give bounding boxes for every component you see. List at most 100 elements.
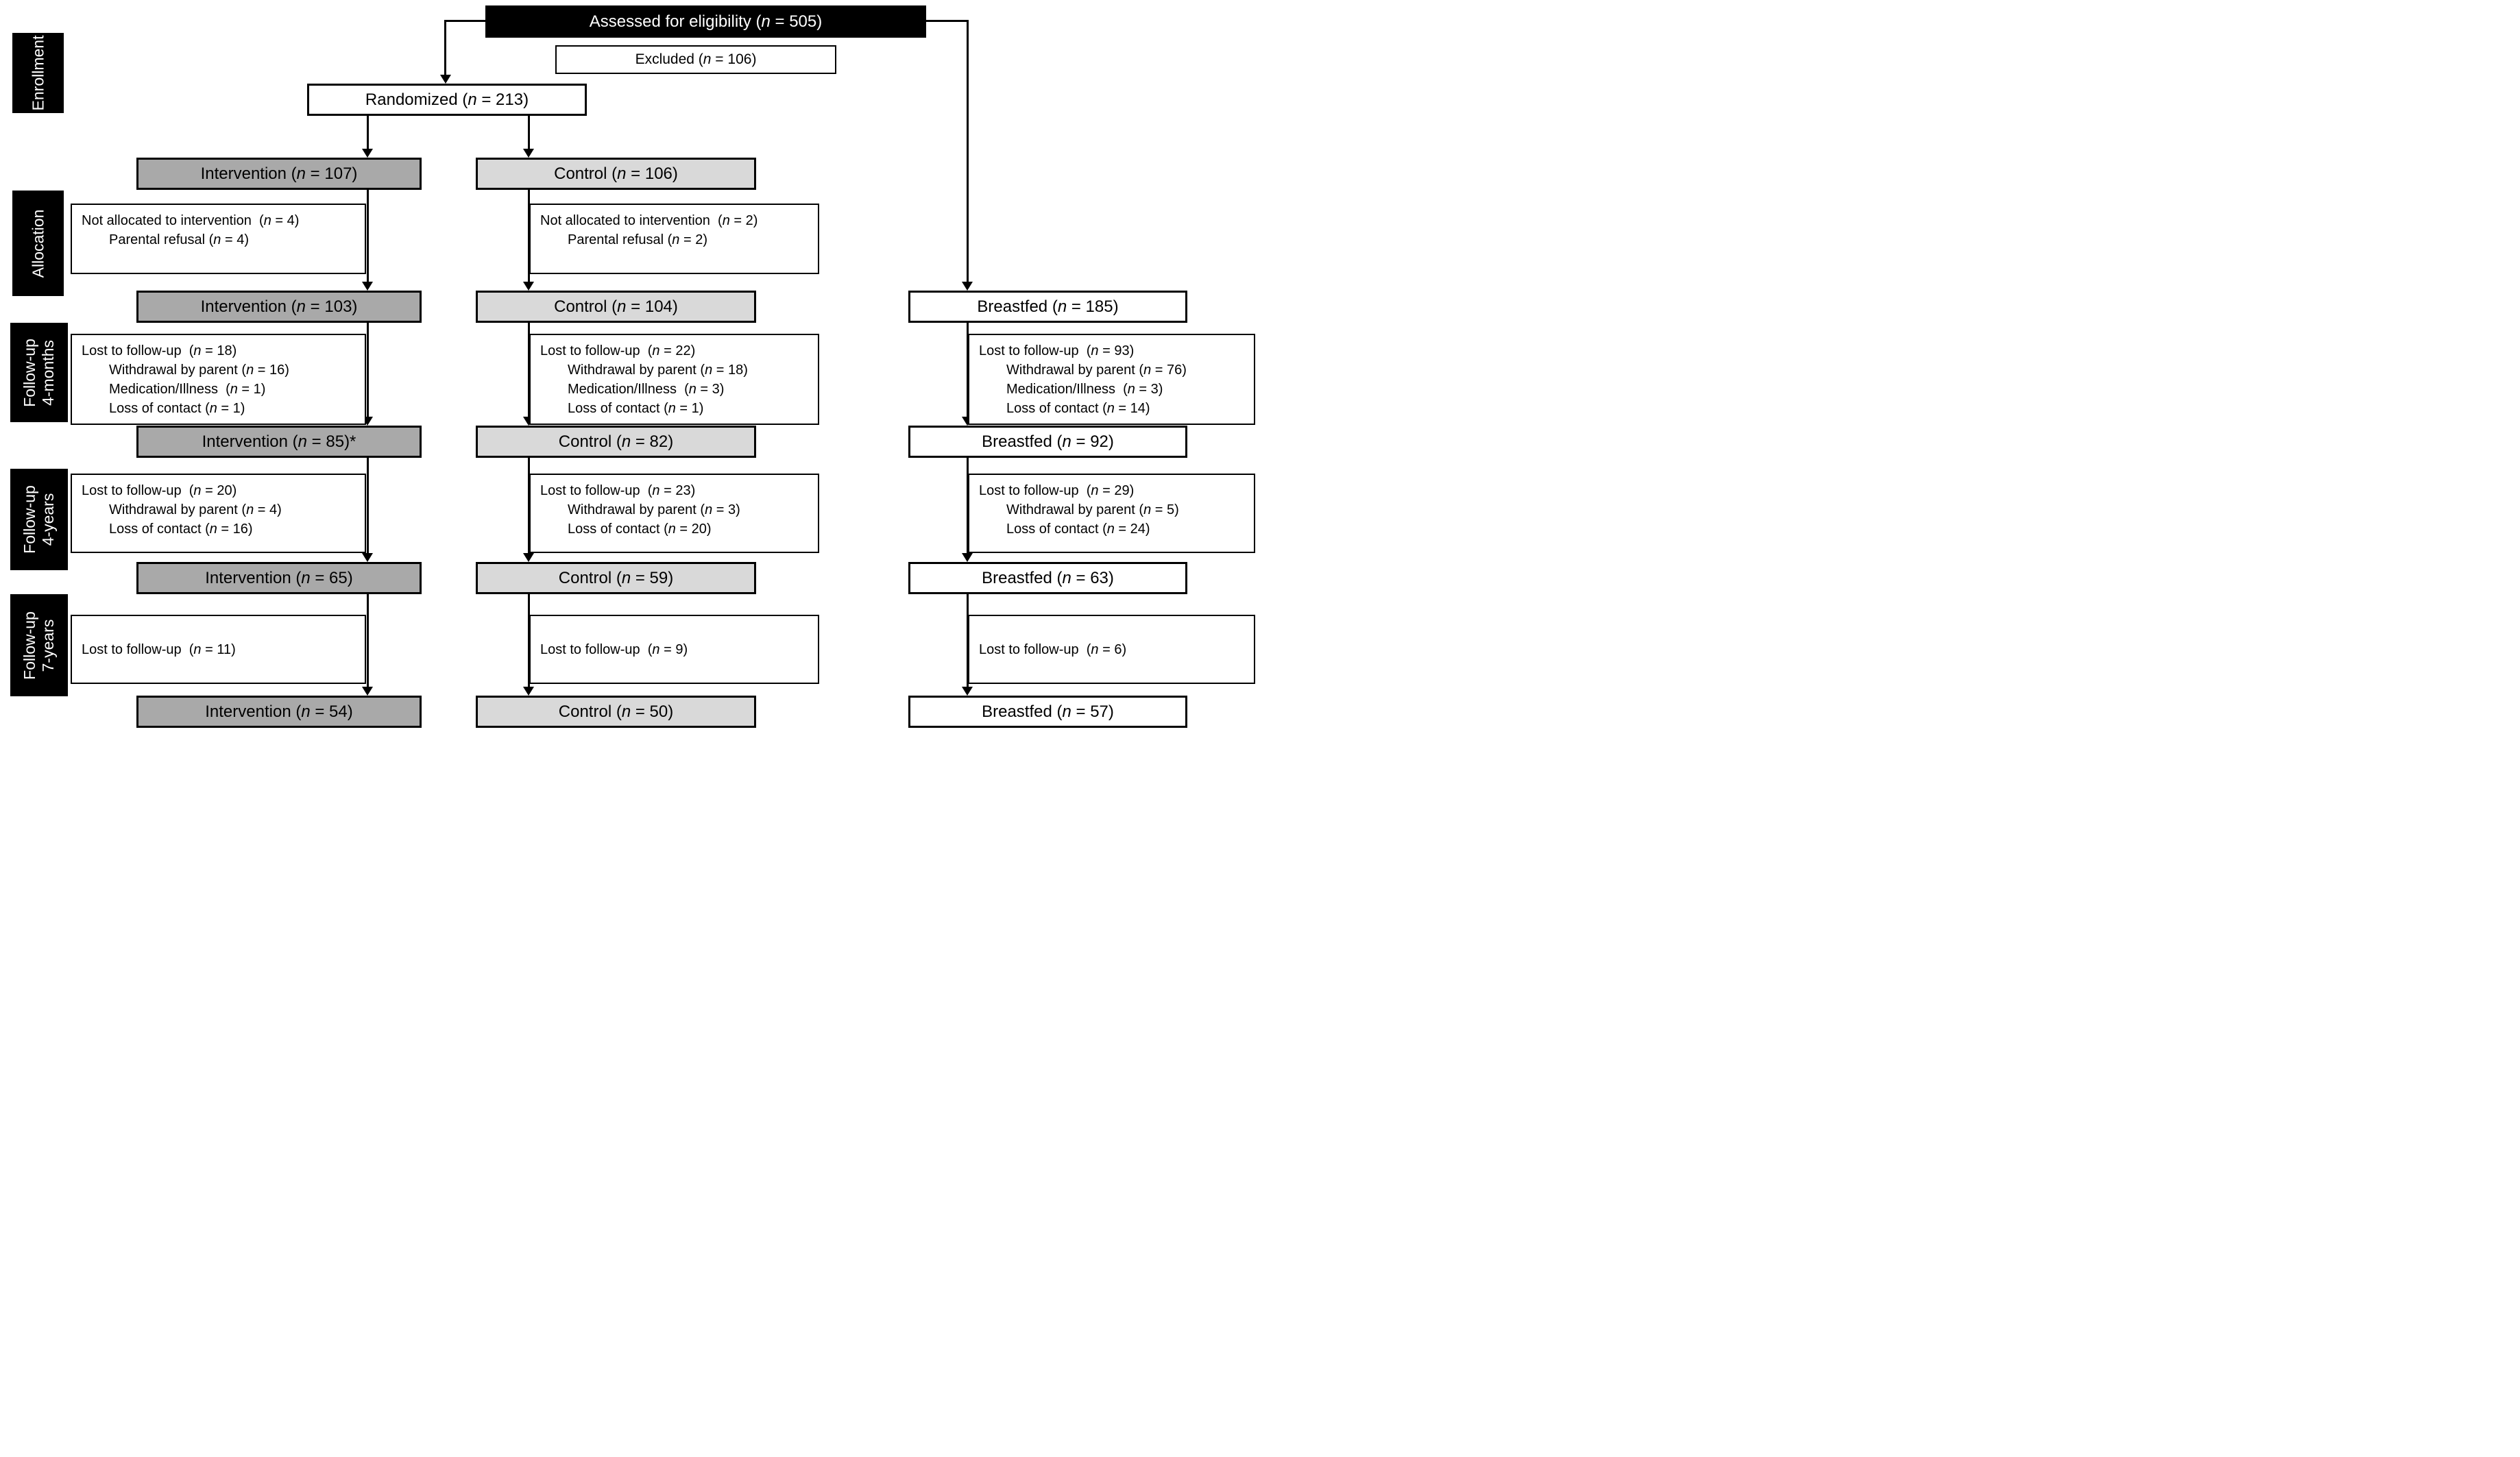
flow-line [528,594,530,687]
n-symbol: n [209,522,217,537]
flow-line [967,20,969,282]
detail-line: Withdrawal by parent (n = 4) [109,502,282,517]
box-label: Excluded (n = 106) [635,51,757,67]
box-excluded: Excluded (n = 106) [555,45,836,74]
stage-label-enrollment: Enrollment [12,33,64,113]
stage-label-followup-7-years: Follow-up 7-years [10,594,68,696]
n-symbol: n [1106,401,1115,416]
arrowhead-down-icon [962,687,973,696]
detail-line: Lost to follow-up (n = 23) [540,483,696,498]
detail-line: Loss of contact (n = 24) [1006,522,1150,537]
box-breastfed-lost-4m: Lost to follow-up (n = 93) Withdrawal by… [968,334,1255,425]
box-breastfed-7y-result: Breastfed (n = 57) [908,696,1187,728]
box-intervention-7y-result: Intervention (n = 54) [136,696,422,728]
n-symbol: n [705,502,713,517]
box-intervention-4m: Intervention (n = 103) [136,291,422,323]
box-randomized: Randomized (n = 213) [307,84,587,116]
n-symbol: n [193,483,202,498]
box-control-4m-result: Control (n = 82) [476,426,756,458]
box-label: Intervention (n = 103) [200,297,358,316]
n-symbol: n [688,382,696,397]
detail-line: Lost to follow-up (n = 18) [82,343,237,358]
detail-line: Withdrawal by parent (n = 3) [568,502,740,517]
detail-line: Medication/Illness (n = 3) [568,382,725,397]
n-symbol: n [722,213,730,228]
box-label: Randomized (n = 213) [365,90,529,109]
n-symbol: n [209,401,217,416]
arrowhead-down-icon [523,687,534,696]
box-label: Breastfed (n = 63) [982,568,1114,587]
detail-line: Loss of contact (n = 16) [109,522,253,537]
arrowhead-down-icon [962,282,973,291]
detail-line: Medication/Illness (n = 3) [1006,382,1163,397]
n-symbol: n [668,522,676,537]
flow-line [528,458,530,553]
box-label: Assessed for eligibility (n = 505) [589,12,823,31]
n-symbol: n [1143,502,1152,517]
n-symbol: n [1091,343,1099,358]
arrowhead-down-icon [523,149,534,158]
n-symbol: n [652,483,660,498]
flow-line [367,116,369,149]
detail-line: Loss of contact (n = 1) [109,401,245,416]
detail-line: Withdrawal by parent (n = 5) [1006,502,1179,517]
flow-line [926,20,969,22]
n-symbol: n [246,502,254,517]
stage-label-text: Enrollment [29,35,47,111]
consort-flow-diagram: Enrollment Allocation Follow-up 4-months… [0,0,1260,728]
box-intervention-allocated: Intervention (n = 107) [136,158,422,190]
n-symbol: n [263,213,271,228]
flow-line [444,20,446,75]
n-symbol: n [672,232,680,247]
stage-label-text: Follow-up 7-years [21,611,57,680]
detail-line: Lost to follow-up (n = 93) [979,343,1135,358]
box-label: Control (n = 82) [558,432,674,451]
box-intervention-4y-result: Intervention (n = 65) [136,562,422,594]
flow-line [528,323,530,417]
n-symbol: n [298,432,308,451]
box-label: Intervention (n = 85)* [202,432,356,451]
detail-line: Lost to follow-up (n = 20) [82,483,237,498]
box-label: Breastfed (n = 57) [982,702,1114,721]
box-intervention-not-allocated: Not allocated to intervention (n = 4) Pa… [71,204,366,274]
n-symbol: n [703,51,712,67]
n-symbol: n [301,568,311,587]
n-symbol: n [621,432,631,451]
arrowhead-down-icon [362,282,373,291]
detail-line: Loss of contact (n = 20) [568,522,712,537]
n-symbol: n [193,641,202,657]
detail-line: Lost to follow-up (n = 9) [540,641,688,657]
box-breastfed-lost-7y: Lost to follow-up (n = 6) [968,615,1255,684]
box-control-not-allocated: Not allocated to intervention (n = 2) Pa… [529,204,819,274]
detail-line: Withdrawal by parent (n = 76) [1006,363,1187,378]
box-breastfed-4m: Breastfed (n = 185) [908,291,1187,323]
stage-label-followup-4-years: Follow-up 4-years [10,469,68,570]
flow-line [367,458,369,553]
box-label: Control (n = 106) [554,164,678,183]
detail-line: Withdrawal by parent (n = 16) [109,363,289,378]
stage-label-text: Follow-up 4-months [21,338,57,407]
detail-line: Loss of contact (n = 1) [568,401,704,416]
flow-line [528,190,530,282]
box-control-7y-result: Control (n = 50) [476,696,756,728]
box-breastfed-4m-result: Breastfed (n = 92) [908,426,1187,458]
box-label: Control (n = 50) [558,702,674,721]
box-control-lost-4y: Lost to follow-up (n = 23) Withdrawal by… [529,474,819,553]
detail-line: Not allocated to intervention (n = 4) [82,213,300,228]
box-intervention-lost-7y: Lost to follow-up (n = 11) [71,615,366,684]
box-control-4m: Control (n = 104) [476,291,756,323]
box-control-allocated: Control (n = 106) [476,158,756,190]
n-symbol: n [705,363,713,378]
box-intervention-lost-4m: Lost to follow-up (n = 18) Withdrawal by… [71,334,366,425]
flow-line [528,116,530,149]
box-assessed-eligibility: Assessed for eligibility (n = 505) [485,5,926,38]
n-symbol: n [652,641,660,657]
box-breastfed-lost-4y: Lost to follow-up (n = 29) Withdrawal by… [968,474,1255,553]
detail-line: Parental refusal (n = 2) [568,232,707,247]
flow-line [967,594,969,687]
n-symbol: n [1062,702,1071,721]
n-symbol: n [468,90,477,109]
detail-line: Medication/Illness (n = 1) [109,382,266,397]
box-label: Control (n = 59) [558,568,674,587]
n-symbol: n [246,363,254,378]
